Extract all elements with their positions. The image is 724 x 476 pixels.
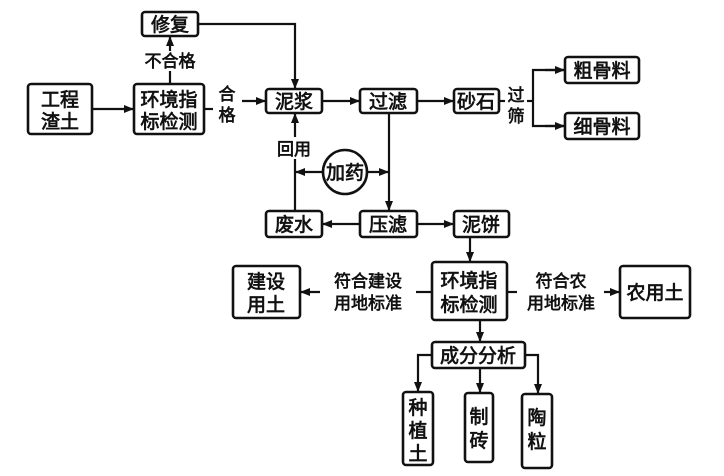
node-wastewater: 废水 [264,209,324,239]
label-sieve-2: 筛 [508,106,525,127]
node-label: 用土 [247,294,285,316]
node-label: 陶 [527,406,546,429]
node-label: 泥饼 [462,213,500,236]
node-label: 细骨料 [573,115,630,138]
node-label: 渣土 [41,110,79,133]
connectors [92,22,620,394]
node-dosing: 加药 [321,148,369,196]
node-label: 砖 [469,429,488,452]
label-pass-1: 合 [219,84,237,105]
arrow-to-plant-soil [414,353,432,392]
label-farm-std-2: 用地标准 [527,293,595,314]
node-label: 制 [469,405,488,428]
node-farm-soil: 农用土 [618,264,692,320]
node-repair: 修复 [140,10,200,38]
node-env-check-2: 环境指 标检测 [430,260,509,322]
node-filter: 过滤 [358,87,419,115]
label-reuse: 回用 [277,140,311,160]
node-label: 修复 [150,13,190,36]
node-gravel: 砂石 [452,87,501,115]
node-mud-cake: 泥饼 [452,209,511,239]
node-label: 环境指 [140,88,197,111]
node-label: 标检测 [140,110,197,133]
node-press-filter: 压滤 [358,209,419,239]
node-label: 砂石 [457,91,495,113]
node-ceramsite: 陶 粒 [520,392,554,470]
label-build-std-1: 符合建设 [334,271,402,292]
node-label: 粒 [527,430,546,453]
label-sieve-1: 过 [508,86,525,106]
node-composition-analysis: 成分分析 [430,340,527,370]
node-label: 成分分析 [440,344,516,367]
node-label: 粗骨料 [573,59,630,82]
label-build-std-2: 用地标准 [334,293,402,314]
node-label: 废水 [275,213,314,236]
node-label: 环境指 [440,269,497,292]
node-fine-aggregate: 细骨料 [563,111,641,141]
node-label: 种 [407,397,427,419]
label-pass-2: 格 [219,105,237,126]
node-label: 标检测 [440,293,497,316]
label-farm-std-1: 符合农 [536,271,587,292]
node-label: 土 [408,443,427,465]
sieve-bracket [531,68,564,128]
arrow-repair-to-slurry [198,22,299,89]
arrow-to-ceramsite [525,353,542,394]
node-coarse-aggregate: 粗骨料 [563,55,641,85]
node-label: 泥浆 [275,90,314,113]
node-label: 建设 [247,270,285,293]
node-label: 压滤 [369,214,407,236]
node-planting-soil: 种 植 土 [401,390,435,467]
node-construction-land-soil: 建设 用土 [231,264,302,320]
node-construction-soil: 工程 渣土 [26,82,94,136]
node-label: 工程 [41,89,79,111]
node-brick: 制 砖 [463,391,495,464]
node-slurry: 泥浆 [264,87,324,115]
label-fail: 不合格 [145,51,197,72]
node-label: 加药 [325,161,364,184]
node-label: 过滤 [369,91,407,113]
node-env-check-1: 环境指 标检测 [132,82,206,136]
node-label: 农用土 [625,281,683,304]
node-label: 植 [408,419,427,442]
